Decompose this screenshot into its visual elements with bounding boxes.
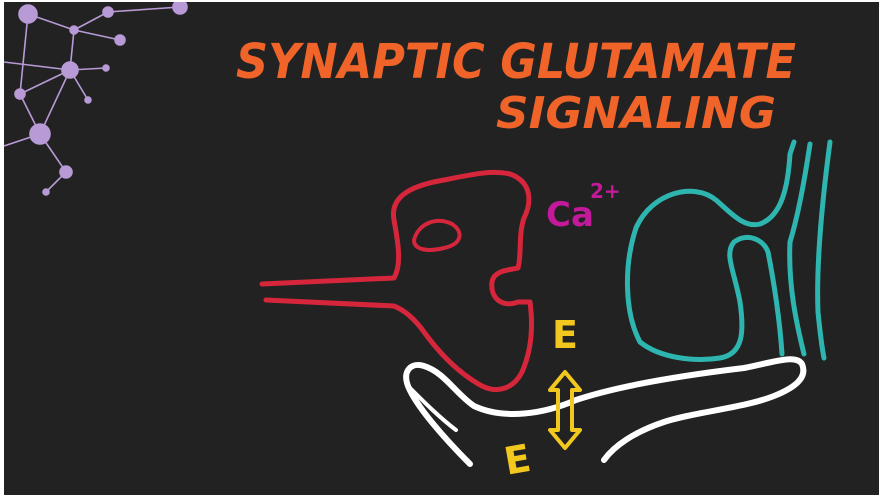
glutamate-label-upper: E bbox=[552, 313, 578, 357]
postsynaptic-spine bbox=[627, 142, 810, 354]
glutamate-label-lower: E bbox=[501, 436, 534, 484]
title-line-2: SIGNALING bbox=[496, 88, 776, 139]
postsynaptic-spine-head bbox=[640, 237, 782, 359]
title-line-1: SYNAPTIC GLUTAMATE bbox=[236, 34, 796, 90]
slide: SYNAPTIC GLUTAMATE SIGNALING Ca 2+ E E bbox=[4, 2, 879, 495]
calcium-label: Ca bbox=[546, 195, 594, 235]
postsynaptic-dendrite bbox=[818, 142, 830, 358]
molecule-network-icon bbox=[4, 2, 187, 195]
presynaptic-neuron bbox=[262, 172, 532, 389]
calcium-charge: 2+ bbox=[590, 179, 621, 203]
slide-canvas: SYNAPTIC GLUTAMATE SIGNALING Ca 2+ E E bbox=[4, 2, 879, 495]
presynaptic-vesicle bbox=[414, 221, 460, 250]
